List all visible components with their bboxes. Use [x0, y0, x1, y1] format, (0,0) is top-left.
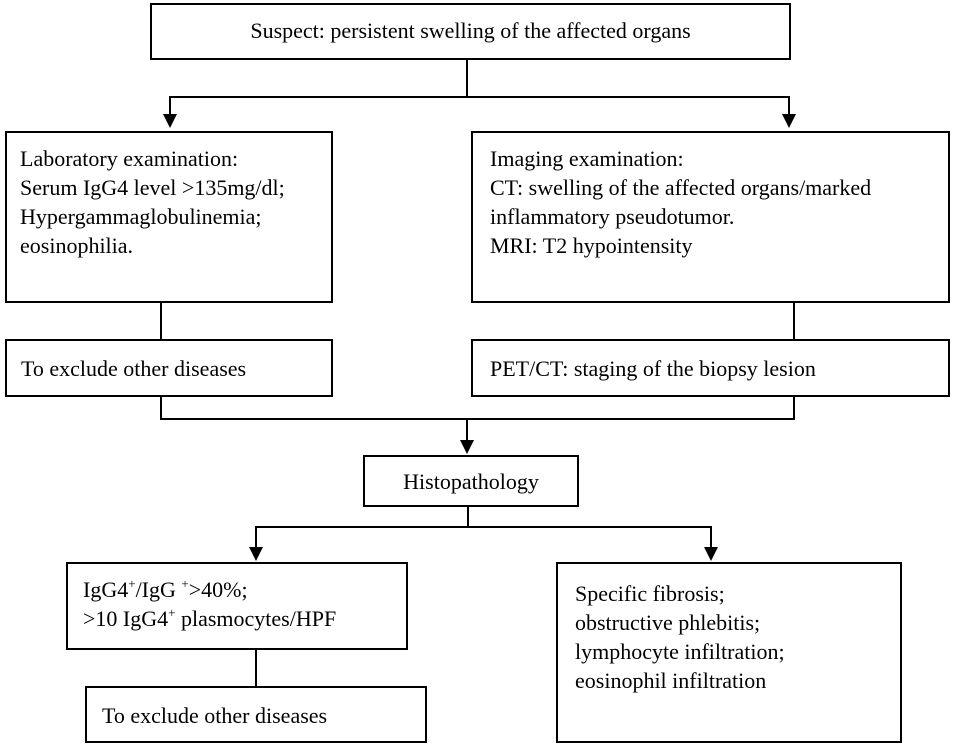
laboratory-line: eosinophilia.	[20, 233, 134, 258]
arrow-to-imaging	[782, 114, 796, 128]
connector-merge-stem	[466, 418, 468, 440]
connector-top-hbar	[169, 96, 790, 98]
igg4-ratio-text: IgG4+/IgG +>40%; >10 IgG4+ plasmocytes/H…	[83, 575, 336, 633]
connector-exclude-down	[160, 396, 162, 420]
arrow-to-igg4-ratio	[249, 547, 263, 561]
petct-text: PET/CT: staging of the biopsy lesion	[490, 356, 816, 381]
fibrosis-line: obstructive phlebitis;	[575, 610, 761, 635]
igg4-ratio-box: IgG4+/IgG +>40%; >10 IgG4+ plasmocytes/H…	[66, 562, 408, 650]
exclude-other-diseases-box: To exclude other diseases	[5, 339, 333, 397]
connector-histo-hbar	[255, 526, 712, 528]
histopathology-box: Histopathology	[363, 455, 579, 507]
imaging-line: MRI: T2 hypointensity	[490, 233, 693, 258]
connector-histo-stem	[467, 505, 469, 527]
suspect-box: Suspect: persistent swelling of the affe…	[150, 3, 791, 60]
connector-petct-down	[793, 396, 795, 420]
exclude-other-diseases-bottom-text: To exclude other diseases	[102, 703, 328, 728]
connector-merge-hbar	[160, 418, 795, 420]
connector-top-right-drop	[788, 96, 790, 114]
arrow-to-histopathology	[460, 440, 474, 454]
petct-box: PET/CT: staging of the biopsy lesion	[471, 339, 950, 397]
laboratory-line: Laboratory examination:	[20, 146, 239, 171]
exclude-other-diseases-text: To exclude other diseases	[21, 356, 247, 381]
igg4-ratio-line: IgG4+/IgG +>40%;	[83, 576, 248, 602]
histopathology-text: Histopathology	[403, 469, 539, 494]
imaging-line: Imaging examination:	[490, 146, 684, 171]
exclude-other-diseases-bottom-box: To exclude other diseases	[85, 686, 427, 743]
igg4-plasmocytes-line: >10 IgG4+ plasmocytes/HPF	[83, 605, 337, 631]
connector-lab-to-exclude	[160, 302, 162, 341]
connector-top-left-drop	[169, 96, 171, 114]
arrow-to-laboratory	[163, 114, 177, 128]
connector-igg4-to-exclude	[255, 649, 257, 687]
connector-imaging-to-petct	[793, 302, 795, 341]
imaging-text: Imaging examination: CT: swelling of the…	[490, 144, 871, 260]
laboratory-line: Serum IgG4 level >135mg/dl;	[20, 175, 285, 200]
fibrosis-line: Specific fibrosis;	[575, 581, 725, 606]
suspect-text: Suspect: persistent swelling of the affe…	[250, 18, 691, 43]
imaging-line: inflammatory pseudotumor.	[490, 204, 735, 229]
laboratory-line: Hypergammaglobulinemia;	[20, 204, 262, 229]
connector-histo-right-drop	[710, 526, 712, 548]
connector-top-stem	[466, 59, 468, 97]
imaging-box: Imaging examination: CT: swelling of the…	[471, 131, 950, 303]
fibrosis-text: Specific fibrosis; obstructive phlebitis…	[575, 579, 785, 695]
imaging-line: CT: swelling of the affected organs/mark…	[490, 175, 872, 200]
connector-histo-left-drop	[255, 526, 257, 548]
laboratory-box: Laboratory examination: Serum IgG4 level…	[5, 131, 333, 303]
fibrosis-line: eosinophil infiltration	[575, 668, 767, 693]
fibrosis-box: Specific fibrosis; obstructive phlebitis…	[556, 562, 902, 743]
arrow-to-fibrosis	[704, 547, 718, 561]
fibrosis-line: lymphocyte infiltration;	[575, 639, 785, 664]
laboratory-text: Laboratory examination: Serum IgG4 level…	[20, 144, 285, 260]
